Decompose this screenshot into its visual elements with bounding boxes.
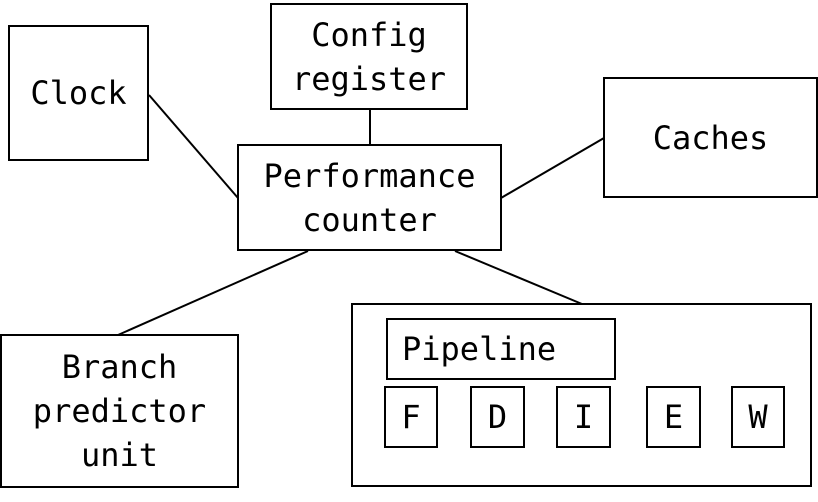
- caches-box: Caches: [603, 77, 818, 198]
- pipeline-stage-d: D: [470, 386, 525, 448]
- pipeline-title-box: Pipeline: [386, 318, 616, 380]
- performance-counter-label: Performance counter: [263, 156, 476, 239]
- pipeline-stage-e: E: [646, 386, 701, 448]
- pipeline-stage-w: W: [731, 386, 785, 448]
- performance-counter-box: Performance counter: [237, 144, 502, 251]
- stage-label: D: [487, 398, 508, 436]
- pipeline-stage-i: I: [556, 386, 611, 448]
- stage-label: E: [663, 398, 684, 436]
- stage-label: F: [401, 398, 421, 436]
- stage-label: I: [573, 398, 594, 436]
- caches-label: Caches: [652, 118, 769, 157]
- clock-label: Clock: [30, 74, 127, 112]
- edge-clock-counter: [148, 94, 239, 199]
- config-register-box: Config register: [270, 3, 468, 110]
- edge-branch-counter: [117, 250, 309, 336]
- pipeline-title: Pipeline: [402, 330, 557, 368]
- edge-pipeline-counter: [454, 250, 583, 305]
- stage-label: W: [748, 398, 768, 436]
- branch-predictor-box: Branch predictor unit: [0, 334, 239, 488]
- pipeline-stage-f: F: [384, 386, 438, 448]
- branch-predictor-label: Branch predictor unit: [32, 348, 207, 474]
- clock-box: Clock: [8, 25, 149, 161]
- edge-caches-counter: [500, 137, 605, 199]
- config-register-label: Config register: [291, 15, 447, 98]
